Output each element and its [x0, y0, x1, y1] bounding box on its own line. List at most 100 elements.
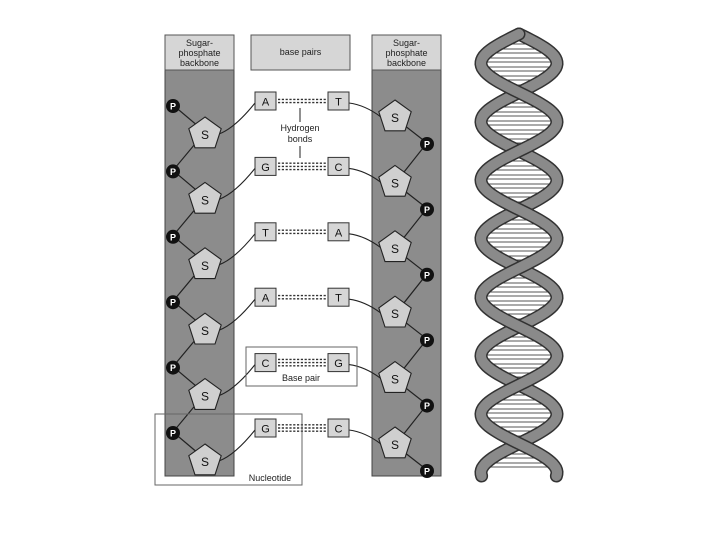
left-backbone-label-line2: phosphate: [178, 48, 220, 58]
left-phosphate: P: [166, 99, 180, 113]
base-pairs-header-box: [250, 34, 351, 71]
helix-strand-2: [475, 29, 563, 481]
right-base-letter: A: [335, 227, 343, 239]
right-backbone-label-line2: phosphate: [385, 48, 427, 58]
hydrogen-bond-dashes: [278, 294, 326, 300]
left-backbone-label-line3: backbone: [180, 58, 219, 68]
right-base-box: [327, 156, 350, 176]
left-base-box: [254, 353, 277, 373]
right-base-box: [327, 418, 350, 438]
right-base-letter: C: [335, 424, 343, 436]
right-phosphate: P: [420, 202, 434, 217]
left-sugar-letter: S: [201, 259, 209, 273]
right-base-letter: C: [335, 162, 343, 174]
left-base-letter: C: [262, 358, 270, 370]
hydrogen-bonds-label-line2: bonds: [288, 134, 313, 144]
left-phosphate-letter: P: [170, 363, 176, 373]
left-sugar: S: [188, 443, 222, 476]
base-pair-row: A T S S P P: [166, 91, 434, 151]
base-pair-label: Base pair: [282, 373, 320, 383]
left-base-box: [254, 91, 277, 111]
left-sugar-letter: S: [201, 193, 209, 207]
base-pair-outline: [245, 346, 358, 387]
right-base-box: [327, 91, 350, 111]
left-phosphate: P: [166, 426, 180, 440]
right-base-box: [327, 222, 350, 242]
right-sugar-letter: S: [391, 111, 399, 125]
right-sugar-base-link: [348, 298, 382, 314]
left-sugar-letter: S: [201, 128, 209, 142]
base-pair-row: C G S S P P: [166, 353, 434, 413]
right-phosphate-letter: P: [424, 401, 430, 411]
left-base-box: [254, 287, 277, 307]
left-sugar: S: [188, 181, 222, 214]
right-phosphate-letter: P: [424, 205, 430, 215]
double-helix-illustration: [474, 27, 564, 483]
right-phosphate: P: [420, 267, 434, 282]
right-sugar-base-link: [348, 233, 382, 249]
left-backbone-label-line1: Sugar-: [186, 38, 213, 48]
right-sugar: S: [378, 426, 412, 459]
left-base-letter: G: [261, 424, 270, 436]
left-sugar: S: [188, 116, 222, 149]
right-sugar-letter: S: [391, 438, 399, 452]
hydrogen-bond-dashes: [278, 98, 326, 104]
nucleotide-label: Nucleotide: [249, 473, 292, 483]
left-backbone-header-box: [164, 34, 235, 71]
left-base-box: [254, 156, 277, 176]
left-base-box: [254, 418, 277, 438]
left-base-letter: T: [262, 227, 269, 239]
right-backbone-header-box: [371, 34, 442, 71]
right-sugar-letter: S: [391, 373, 399, 387]
right-base-letter: T: [335, 97, 342, 109]
left-sugar: S: [188, 312, 222, 345]
left-sugar-base-link: [218, 102, 256, 135]
right-sugar: S: [378, 164, 412, 197]
left-phosphate-letter: P: [170, 102, 176, 112]
right-sugar-base-link: [348, 364, 382, 380]
left-phosphate: P: [166, 164, 180, 179]
left-sugar: S: [188, 247, 222, 280]
left-sugar-letter: S: [201, 324, 209, 338]
right-phosphate-letter: P: [424, 270, 430, 280]
left-phosphate-letter: P: [170, 429, 176, 439]
right-phosphate: P: [420, 398, 434, 413]
left-phosphate-letter: P: [170, 232, 176, 242]
right-sugar-letter: S: [391, 176, 399, 190]
helix-strand-1: [475, 29, 563, 481]
left-phosphate: P: [166, 295, 180, 310]
right-base-letter: T: [335, 293, 342, 305]
right-base-box: [327, 287, 350, 307]
hydrogen-bond-dashes: [278, 358, 326, 367]
left-phosphate-letter: P: [170, 298, 176, 308]
right-sugar-base-link: [348, 429, 382, 445]
left-sugar-base-link: [218, 168, 256, 200]
left-sugar: S: [188, 377, 222, 410]
base-pairs-header-label: base pairs: [280, 47, 322, 57]
left-sugar-base-link: [218, 364, 256, 397]
left-phosphate-letter: P: [170, 167, 176, 177]
hydrogen-bond-dashes: [278, 229, 326, 235]
right-sugar: S: [378, 295, 412, 328]
right-phosphate-letter: P: [424, 336, 430, 346]
left-sugar-base-link: [218, 233, 256, 266]
left-sugar-base-link: [218, 429, 256, 462]
right-base-letter: G: [334, 358, 343, 370]
left-base-letter: A: [262, 97, 270, 109]
left-phosphate: P: [166, 229, 180, 244]
left-sugar-letter: S: [201, 390, 209, 404]
right-sugar-letter: S: [391, 307, 399, 321]
right-phosphate-letter: P: [424, 467, 430, 477]
left-base-box: [254, 222, 277, 242]
right-sugar-base-link: [348, 167, 382, 183]
right-sugar-base-link: [348, 102, 382, 118]
right-phosphate-letter: P: [424, 140, 430, 150]
hydrogen-bonds-label-line1: Hydrogen: [280, 123, 319, 133]
right-base-box: [327, 353, 350, 373]
right-sugar: S: [378, 360, 412, 393]
